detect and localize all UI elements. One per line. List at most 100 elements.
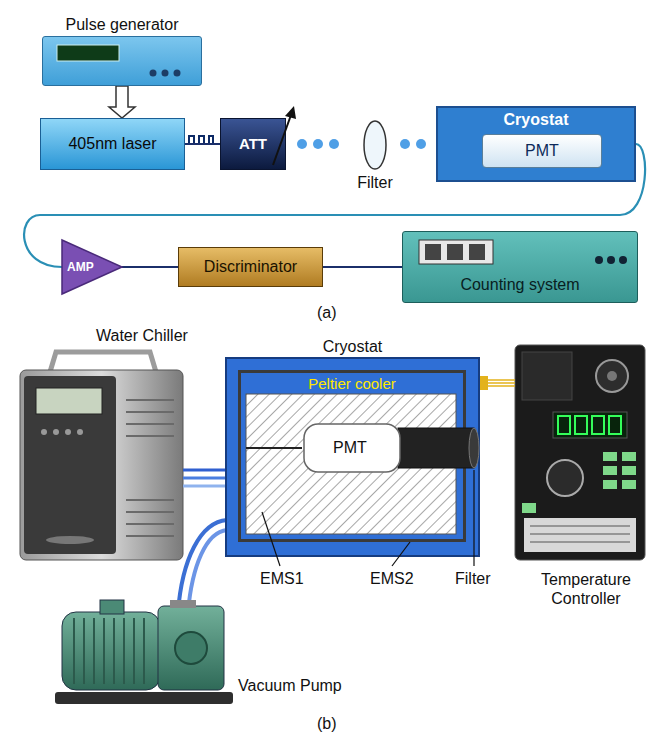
node-label: 405nm laser [68,134,156,153]
coolant-tubes-part [183,485,227,488]
device-panel-part [150,70,157,77]
vacuum-pump-illustration-part [175,632,207,664]
connector [185,143,220,145]
vacuum-pump-illustration-part [55,692,233,704]
water-chiller-illustration-part [20,370,183,560]
water-chiller-illustration-part-part [126,511,174,513]
lens-outline-part [364,121,386,169]
node-label: ATT [239,135,267,153]
counter-panel-part [619,256,627,264]
discriminator-box: Discriminator [178,247,323,287]
water-chiller-illustration [20,352,183,560]
water-chiller-illustration-part [36,388,102,414]
device-panel-part [174,70,181,77]
temperature-controller-illustration-part-part [575,416,587,434]
pmt-outline-part [473,470,474,566]
temperature-controller-illustration-part [515,345,645,560]
temperature-controller-illustration-part-part [622,466,636,475]
temperature-controller-illustration-part-part [592,416,604,434]
connector [323,266,402,268]
cryostat-box: CryostatPMT [436,106,636,182]
photon-dots-part [313,139,323,149]
temperature-controller-illustration-part-part [603,480,617,489]
pmt-tube: PMT [300,420,400,476]
coolant-tubes-part [183,469,227,472]
vacuum-pump-illustration [55,520,233,704]
device-panel [43,37,203,87]
ems1-shield-part [246,447,302,449]
counter-panel-part [607,256,615,264]
part-label: Water Chiller [96,326,188,345]
node-label: Pulse generator [66,15,179,34]
water-chiller-illustration-part [77,429,83,435]
water-chiller-illustration-part-part [126,411,174,413]
part-label: EMS2 [370,569,414,588]
vacuum-pump-illustration-part-part [113,618,115,684]
laser-box: 405nm laser [40,118,185,170]
vacuum-pump-illustration-part [74,618,144,684]
node-label: Cryostat [504,110,569,129]
variable-arrow-part [285,106,296,119]
temperature-controller-illustration-part-part [603,452,617,461]
photon-dots-part [329,139,339,149]
water-chiller-illustration-part-part [126,435,174,437]
coolant-tubes-part [183,477,227,480]
temperature-controller-illustration-part [530,526,630,542]
node-label: Peltier cooler [308,375,396,393]
part-label: EMS1 [260,569,304,588]
photon-dots [297,139,426,149]
vacuum-pump-illustration-part-part [133,618,135,684]
counter-panel-part [419,240,493,264]
pmt-outline-part [398,428,474,468]
vacuum-pump-illustration-part-part [143,618,145,684]
temperature-controller-illustration-part [596,360,628,392]
vacuum-pump-illustration-part-part [93,618,95,684]
water-chiller-illustration-part-part [126,499,174,501]
temperature-controller-illustration-part [522,452,636,513]
temperature-controller-illustration-part [524,518,636,552]
part-label: (a) [317,303,337,322]
variable-arrow-part [273,115,291,165]
part-label: Vacuum Pump [238,676,342,695]
temperature-controller-illustration-part-part [603,466,617,475]
vacuum-pump-illustration-part [100,600,124,614]
temperature-controller-illustration-part-part [558,416,570,434]
pulse-train [184,136,217,144]
counter-panel-part [447,244,463,260]
water-chiller-illustration-part [65,429,71,435]
coolant-tubes [183,470,227,486]
vacuum-pump-illustration-part-part [73,618,75,684]
connector [122,266,178,268]
water-chiller-illustration-part-part [126,423,174,425]
temperature-controller-illustration-part [558,416,621,434]
attenuator-box: ATT [220,118,286,170]
device-panel-part [162,70,169,77]
temperature-controller-illustration-part [522,352,572,400]
temperature-controller-illustration-part-part [622,480,636,489]
node-label: Discriminator [204,257,297,276]
vacuum-pump-illustration-part [158,606,224,690]
vacuum-pump-illustration-part-part [103,618,105,684]
vacuum-pump-illustration-part-part [123,618,125,684]
filter-lens: Filter [362,120,388,170]
pmt-outline [300,420,480,476]
temperature-controller-illustration-part-part [609,416,621,434]
water-chiller-illustration-part [24,376,116,554]
node-label: Counting system [460,275,579,294]
water-chiller-illustration-part [41,429,47,435]
water-chiller-illustration-part [126,400,174,536]
node-label: Cryostat [323,337,383,356]
temperature-controller-illustration-part-part [530,542,630,543]
photon-dots-part [400,139,410,149]
amplifier-outline-part [62,240,122,294]
temperature-controller-illustration-part-part [530,526,630,527]
connector [109,86,135,118]
water-chiller-illustration-part-part [126,535,174,537]
node-label: Filter [357,173,393,192]
temperature-controller-illustration-part-part [522,503,536,513]
node-label: PMT [333,438,367,457]
controller-cable [478,376,515,390]
vacuum-pump-illustration-part [188,530,227,612]
cryostat-housing: CryostatPeltier coolerPMT [225,357,480,557]
